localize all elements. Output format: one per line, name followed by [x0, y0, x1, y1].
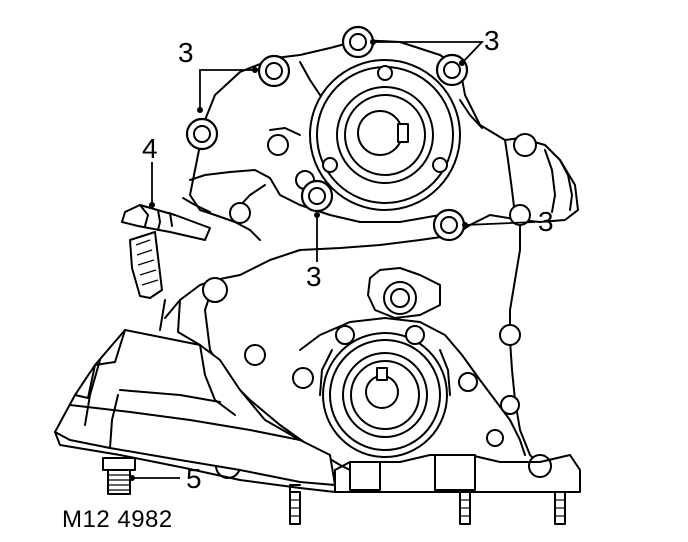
- water-pump-hub: [309, 59, 461, 211]
- figure-reference-code: M12 4982: [62, 506, 173, 533]
- lower-cover-outline: [204, 139, 546, 476]
- bolt-top-right: [435, 53, 469, 87]
- bolt-left: [185, 117, 219, 151]
- leaders-callout-3: [197, 39, 536, 262]
- bolt-top-left: [257, 54, 291, 88]
- bolt-center-lower: [300, 179, 334, 213]
- callout-3-top-right: 3: [484, 25, 500, 56]
- bolt-right-lower: [432, 208, 466, 242]
- sump-flange: [289, 454, 581, 525]
- callout-3-top-left: 3: [178, 37, 194, 68]
- callout-3-right: 3: [538, 206, 554, 237]
- callout-4: 4: [142, 133, 158, 164]
- callout-labels: 3 3 3 3 4 5 M12 4982: [62, 25, 554, 533]
- temperature-sensor: [121, 162, 211, 299]
- callout-3-lower: 3: [306, 261, 322, 292]
- drain-plug: [102, 457, 180, 495]
- bolt-top-center: [341, 25, 375, 59]
- oil-filter-housing: [54, 299, 336, 493]
- callout-5: 5: [186, 463, 202, 494]
- crankshaft-seal: [319, 332, 451, 458]
